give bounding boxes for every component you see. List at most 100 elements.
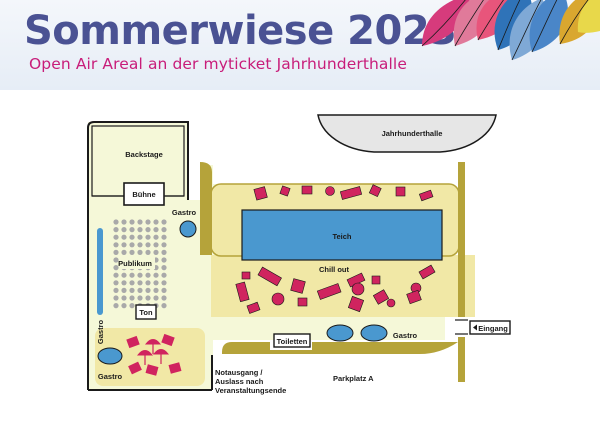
audience-seat [129, 227, 135, 233]
pond-seating-icon [253, 184, 434, 202]
gastro-south-point-1 [326, 324, 354, 342]
backstage-label: Backstage [125, 150, 163, 159]
stage-wall [200, 162, 212, 255]
publikum-label: Publikum [118, 259, 152, 268]
audience-seat [137, 272, 143, 278]
pond [241, 209, 443, 261]
gastro-stage-label: Gastro [172, 208, 197, 217]
audience-seat [113, 303, 119, 309]
audience-seat [137, 219, 143, 225]
audience-seat [121, 287, 127, 293]
audience-seat [121, 249, 127, 255]
audience-seat [153, 295, 159, 301]
audience-seat [137, 242, 143, 248]
east-fence-upper [458, 162, 465, 317]
audience-seat [121, 219, 127, 225]
audience-seat [113, 242, 119, 248]
chill-out-label: Chill out [319, 265, 349, 274]
audience-seat [153, 272, 159, 278]
audience-seat [145, 249, 151, 255]
audience-seat [121, 227, 127, 233]
pond-label: Teich [332, 232, 351, 241]
audience-seat [153, 234, 159, 240]
audience-seat [113, 257, 119, 263]
decorative-petals-icon [421, 0, 600, 61]
audience-seat [113, 219, 119, 225]
audience-seat [161, 295, 167, 301]
emergency-exit-label-line-2: Auslass nach [215, 377, 264, 386]
parking-label: Parkplatz A [333, 374, 374, 383]
audience-seat [137, 295, 143, 301]
audience-seat [161, 234, 167, 240]
stage-label: Bühne [132, 190, 155, 199]
audience-seat [129, 280, 135, 286]
south-wall [222, 342, 458, 354]
toilets-label: Toiletten [277, 337, 308, 346]
audience-seat [113, 234, 119, 240]
entrance-label: Eingang [478, 324, 508, 333]
audience-seat [113, 227, 119, 233]
audience-seat [137, 234, 143, 240]
audience-seat [161, 227, 167, 233]
audience-seat [145, 234, 151, 240]
audience-seat [137, 249, 143, 255]
header-banner: Sommerwiese 2023 Open Air Areal an der m… [0, 0, 600, 90]
beach-chairs-icon [126, 333, 182, 376]
audience-seat [121, 234, 127, 240]
audience-seat [161, 242, 167, 248]
audience-seat [161, 272, 167, 278]
audience-seat [153, 227, 159, 233]
audience-seat [161, 265, 167, 271]
gastro-side-label: Gastro [96, 320, 105, 345]
sound-desk-label: Ton [139, 308, 153, 317]
page-title: Sommerwiese 2023 [24, 8, 457, 54]
audience-seat [129, 295, 135, 301]
jahrhunderthalle-label: Jahrhunderthalle [382, 129, 443, 138]
audience-seat [137, 227, 143, 233]
gastro-corner-label: Gastro [98, 372, 123, 381]
audience-seat [113, 265, 119, 271]
audience-seat [113, 287, 119, 293]
audience-seat [121, 280, 127, 286]
sound-desk-box [135, 304, 157, 320]
stage-box [123, 182, 165, 206]
emergency-exit-label-line-3: Veranstaltungsende [215, 386, 286, 395]
audience-seat [113, 280, 119, 286]
toilets-box [273, 333, 311, 348]
audience-seat [145, 287, 151, 293]
audience-seat [145, 219, 151, 225]
chill-out-furniture-icon [235, 264, 436, 314]
emergency-exit-label-line-1: Notausgang / [215, 368, 263, 377]
audience-seat [129, 242, 135, 248]
audience-seat [145, 227, 151, 233]
audience-seat [145, 280, 151, 286]
audience-seat [137, 280, 143, 286]
east-fence-lower [458, 337, 465, 382]
audience-seat [153, 280, 159, 286]
audience-seat [145, 272, 151, 278]
audience-seat [129, 303, 135, 309]
audience-seat [161, 287, 167, 293]
gastro-south-point-2 [360, 324, 388, 342]
audience-seat [129, 234, 135, 240]
audience-seat [129, 272, 135, 278]
gastro-stage-point [179, 220, 197, 238]
side-gastro-bar [97, 228, 103, 315]
gastro-corner-point [97, 347, 123, 365]
audience-seat [161, 249, 167, 255]
audience-seat [153, 219, 159, 225]
audience-seat [129, 287, 135, 293]
audience-seat [161, 280, 167, 286]
audience-seat [121, 303, 127, 309]
entrance-box [469, 320, 511, 335]
gastro-south-label: Gastro [393, 331, 418, 340]
audience-seat [145, 295, 151, 301]
audience-seat [153, 249, 159, 255]
audience-seat [121, 242, 127, 248]
audience-seat [113, 295, 119, 301]
page-subtitle: Open Air Areal an der myticket Jahrhunde… [29, 55, 407, 73]
audience-seat [137, 287, 143, 293]
audience-seat [161, 303, 167, 309]
